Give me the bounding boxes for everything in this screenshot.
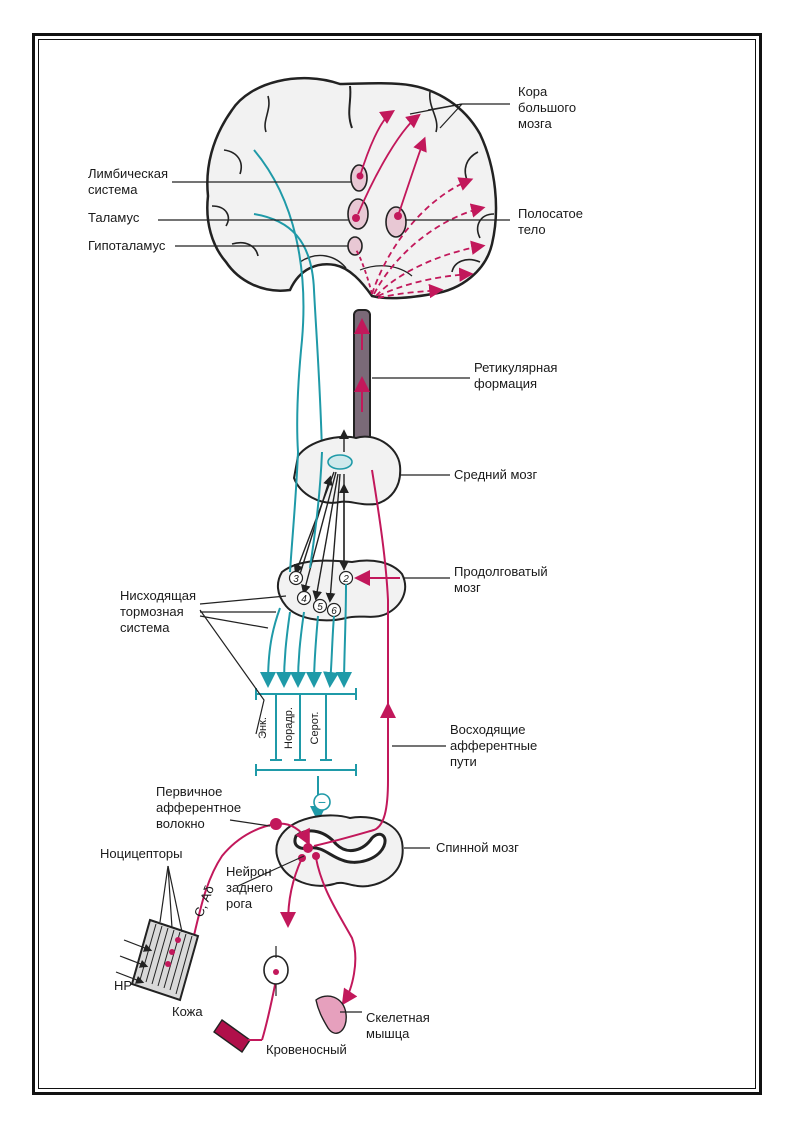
label-limbic-2: система (88, 182, 138, 197)
label-medulla-1: Продолговатый (454, 564, 548, 579)
label-ascending-2: афферентные (450, 738, 537, 753)
descending-fibres-brain (253, 149, 323, 453)
outer-border (32, 33, 762, 1095)
label-spinal-cord: Спинной мозг (436, 840, 519, 855)
nucleus-label: 6 (331, 606, 337, 617)
label-nociceptors: Ноцицепторы (100, 846, 183, 861)
label-cortex-2: большого (518, 100, 576, 115)
transmitter-noradr: Норадр. (283, 707, 295, 749)
blood-vessel (213, 1019, 262, 1053)
nucleus-label: 4 (301, 594, 307, 605)
skeletal-muscle-shape (315, 995, 347, 1034)
label-cortex-3: мозга (518, 116, 552, 131)
cortical-projections (354, 109, 486, 299)
efferent-fibres (261, 857, 358, 1041)
label-limbic-1: Лимбическая (88, 166, 168, 181)
medulla (276, 559, 407, 622)
label-muscle-1: Скелетная (366, 1010, 430, 1025)
label-dorsal-horn-2: заднего (226, 880, 273, 895)
label-primary-fiber-2: афферентное (156, 800, 241, 815)
label-ascending-3: пути (450, 754, 477, 769)
label-striatum-1: Полосатое (518, 206, 583, 221)
nucleus-circle-3 (296, 590, 312, 606)
descending-fibres-brainstem (260, 451, 353, 688)
label-blood-vessel: Кровеносный (266, 1042, 347, 1057)
label-muscle-2: мышца (366, 1026, 410, 1041)
nucleus-circle-1 (288, 570, 304, 586)
nucleus-label: 3 (293, 574, 299, 585)
label-skin: Кожа (172, 1004, 203, 1019)
label-hypothalamus: Гипоталамус (88, 238, 166, 253)
label-hr: НР (114, 978, 132, 993)
inhibition-sign: − (313, 793, 331, 811)
nucleus-label: 5 (317, 602, 323, 613)
autonomic-ganglion (263, 946, 289, 996)
label-dorsal-horn-1: Нейрон (226, 864, 272, 879)
transmitter-enk: Энк. (257, 717, 269, 739)
label-striatum-2: тело (518, 222, 546, 237)
leader-lines (158, 103, 510, 1013)
label-primary-fiber-3: волокно (156, 816, 205, 831)
brain-outline (206, 76, 498, 300)
label-descending-2: тормозная (120, 604, 184, 619)
label-thalamus: Таламус (88, 210, 140, 225)
label-descending-3: система (120, 620, 170, 635)
label-descending-1: Нисходящая (120, 588, 196, 603)
nuclei (288, 570, 354, 618)
nucleus-numbers: 3 2 4 5 6 (293, 574, 349, 617)
nucleus-circle-4 (312, 598, 328, 614)
label-medulla-2: мозг (454, 580, 481, 595)
ascending-pathway (313, 469, 400, 847)
label-cortex-1: Кора (518, 84, 548, 99)
label-ascending-1: Восходящие (450, 722, 526, 737)
label-midbrain: Средний мозг (454, 467, 537, 482)
label-reticular-1: Ретикулярная (474, 360, 557, 375)
nucleus-label: 2 (342, 574, 349, 585)
transmitter-serot: Серот. (309, 712, 321, 745)
label-primary-fiber-1: Первичное (156, 784, 222, 799)
inner-border (38, 39, 756, 1089)
stimulus-arrows (115, 939, 153, 984)
svg-text:−: − (318, 794, 326, 810)
label-dorsal-horn-3: рога (226, 896, 253, 911)
labels: Кора большого мозга Лимбическая система … (88, 84, 583, 1057)
label-reticular-2: формация (474, 376, 537, 391)
